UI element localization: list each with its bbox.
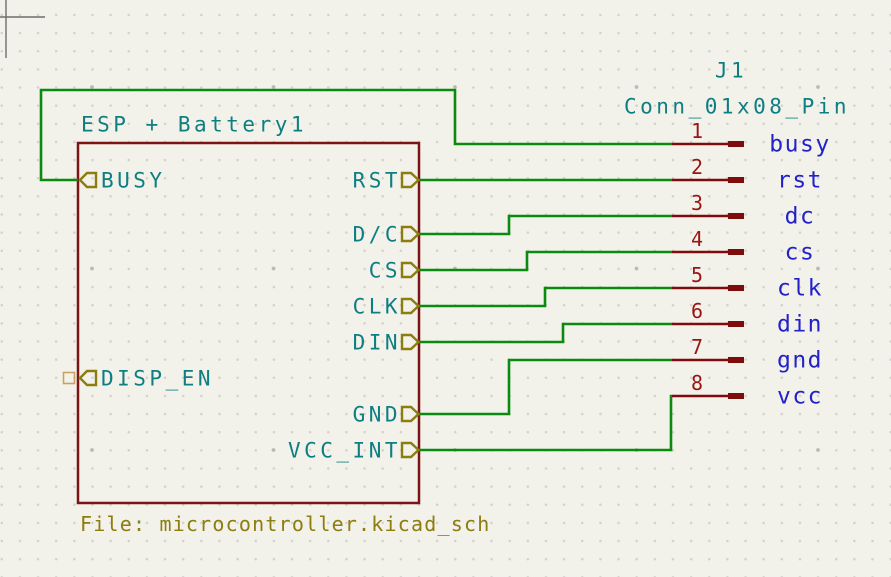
connector-pin-pad-2[interactable] [728,177,744,183]
net-label-clk[interactable]: clk [776,275,824,302]
sheet-pin-shape-DISP_EN[interactable] [78,369,98,387]
wire-gnd[interactable] [419,358,672,416]
sheet-filename[interactable]: File: microcontroller.kicad_sch [80,512,491,536]
sheet-pin-label-CLK[interactable]: CLK [352,294,401,319]
sheet-pin-label-RST[interactable]: RST [352,168,401,193]
hierarchical-sheet-outline[interactable] [76,141,421,505]
sheet-pin-label-VCC_INT[interactable]: VCC_INT [287,438,401,463]
sheet-pin-label-GND[interactable]: GND [352,402,401,427]
pin-number-8[interactable]: 8 [690,371,704,395]
sheet-pin-shape-CLK[interactable] [400,297,421,315]
connector-pin-pad-8[interactable] [728,393,744,399]
net-label-vcc[interactable]: vcc [776,383,824,410]
unconnected-marker-DISP_EN [62,371,76,385]
sheet-pin-label-DIN[interactable]: DIN [352,330,401,355]
pin-number-7[interactable]: 7 [690,335,704,359]
connector-pin-pad-4[interactable] [728,249,744,255]
connector-pin-pad-5[interactable] [728,285,744,291]
pin-number-5[interactable]: 5 [690,263,704,287]
sheet-pin-shape-CS[interactable] [400,261,421,279]
sheet-pin-shape-D/C[interactable] [400,225,421,243]
sheet-pin-shape-VCC_INT[interactable] [400,441,421,459]
sheet-pin-shape-BUSY[interactable] [78,171,98,189]
wire-cs[interactable] [419,250,672,272]
connector-pin-pad-1[interactable] [728,141,744,147]
net-label-rst[interactable]: rst [776,167,824,194]
sheet-pin-label-CS[interactable]: CS [368,258,401,283]
pin-number-3[interactable]: 3 [690,191,704,215]
net-label-busy[interactable]: busy [769,131,831,158]
sheet-pin-label-DISP_EN[interactable]: DISP_EN [101,366,215,391]
sheet-pin-shape-GND[interactable] [400,405,421,423]
sheet-name[interactable]: ESP + Battery1 [81,112,308,137]
connector-pin-pad-6[interactable] [728,321,744,327]
connector-pin-pad-3[interactable] [728,213,744,219]
connector-pin-pad-7[interactable] [728,357,744,363]
wire-din[interactable] [419,322,672,344]
wire-clk[interactable] [419,286,672,308]
net-label-gnd[interactable]: gnd [776,347,824,374]
pin-number-4[interactable]: 4 [690,227,704,251]
sheet-pin-label-BUSY[interactable]: BUSY [101,168,166,193]
net-label-dc[interactable]: dc [784,203,816,230]
net-label-cs[interactable]: cs [784,239,816,266]
connector-reference[interactable]: J1 [714,58,748,83]
wire-busy[interactable] [39,88,672,182]
pin-number-2[interactable]: 2 [690,155,704,179]
connector-value[interactable]: Conn_01x08_Pin [623,94,851,119]
wire-vcc[interactable] [419,394,673,452]
pin-number-6[interactable]: 6 [690,299,704,323]
wire-dc[interactable] [419,214,672,236]
sheet-pin-shape-RST[interactable] [400,171,421,189]
net-label-din[interactable]: din [776,311,824,338]
sheet-pin-label-D/C[interactable]: D/C [352,222,401,247]
sheet-pin-shape-DIN[interactable] [400,333,421,351]
pin-number-1[interactable]: 1 [690,119,704,143]
